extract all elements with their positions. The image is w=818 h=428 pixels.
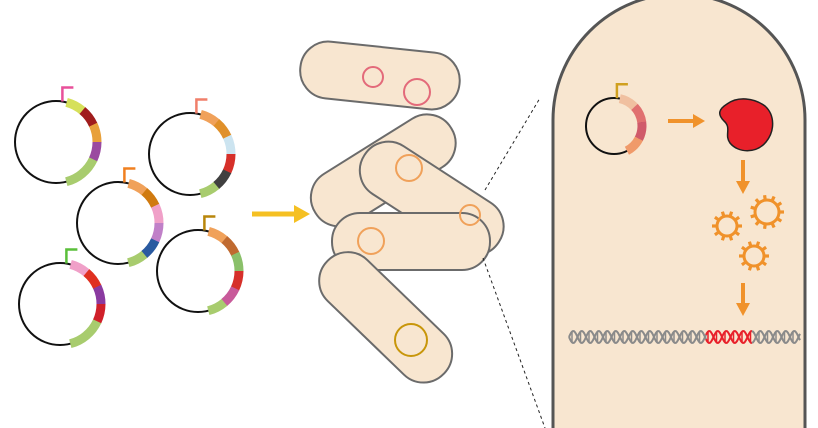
plasmid-gene-segment bbox=[83, 319, 102, 340]
enzyme-icon bbox=[719, 98, 774, 152]
plasmid-gene-segment bbox=[213, 119, 232, 140]
bacterial-plasmid bbox=[357, 227, 385, 255]
expression-arrow bbox=[668, 114, 705, 128]
plasmid-gene-segment bbox=[221, 286, 240, 307]
plasmid-gene-segment bbox=[79, 157, 98, 178]
plasmid-gene-segment bbox=[88, 141, 102, 162]
promoter-icon bbox=[123, 167, 136, 183]
plasmid bbox=[156, 215, 244, 316]
plasmid-gene-segment bbox=[127, 179, 148, 196]
bacterial-plasmid bbox=[362, 66, 384, 88]
plasmid-gene-segment bbox=[199, 110, 220, 127]
plasmid bbox=[18, 248, 106, 349]
plasmid-gene-segment bbox=[93, 284, 106, 305]
metabolite-icon bbox=[712, 211, 742, 241]
plasmid-gene-segment bbox=[151, 203, 164, 224]
plasmid bbox=[14, 86, 102, 187]
dna-strand bbox=[705, 329, 753, 345]
promoter-icon bbox=[203, 215, 216, 231]
promoter-icon bbox=[61, 86, 74, 102]
zoom-line-top bbox=[484, 97, 541, 191]
plasmid-gene-segment bbox=[89, 122, 102, 143]
plasmid-gene-segment bbox=[230, 270, 244, 291]
plasmid-gene-segment bbox=[141, 188, 160, 209]
plasmid-gene-segment bbox=[68, 331, 90, 349]
metabolite-products bbox=[712, 194, 784, 271]
plasmid-gene-segment bbox=[231, 251, 244, 272]
plasmid-gene-segment bbox=[79, 107, 98, 128]
plasmid-gene-segment bbox=[64, 169, 86, 187]
plasmid-library bbox=[14, 86, 244, 349]
promoter-icon bbox=[195, 98, 208, 114]
bacterium-cell bbox=[318, 251, 454, 384]
metabolite-icon bbox=[739, 241, 769, 271]
bacterial-plasmid bbox=[403, 78, 431, 106]
plasmid-gene-segment bbox=[92, 303, 106, 324]
transform-arrow bbox=[252, 205, 310, 223]
plasmid-gene-segment bbox=[150, 222, 164, 243]
plasmid-gene-segment bbox=[65, 98, 86, 115]
metabolite-icon bbox=[750, 194, 784, 230]
plasmid-gene-segment bbox=[223, 134, 236, 155]
plasmid-gene-segment bbox=[222, 153, 236, 174]
bacterium-cell bbox=[299, 40, 461, 111]
plasmid bbox=[76, 167, 164, 268]
zoomed-cell-body bbox=[551, 0, 807, 428]
plasmid-gene-segment bbox=[207, 227, 228, 244]
inset-plasmid bbox=[585, 82, 647, 155]
plasmid-gene-segment bbox=[83, 269, 102, 290]
plasmid-gene-segment bbox=[141, 238, 160, 259]
bacteria-population bbox=[299, 40, 505, 384]
zoom-line-bottom bbox=[482, 257, 546, 428]
plasmid-gene-segment bbox=[213, 169, 232, 190]
plasmid-gene-segment bbox=[126, 250, 148, 268]
dna-strand bbox=[568, 329, 707, 345]
bacterial-plasmid bbox=[395, 154, 423, 182]
bacteria-plasmids bbox=[357, 66, 481, 357]
plasmid-gene-segment bbox=[69, 260, 90, 277]
dna-helix bbox=[568, 329, 801, 345]
plasmid-gene-segment bbox=[221, 236, 240, 257]
promoter-icon bbox=[65, 248, 78, 264]
plasmid-gene-segment bbox=[206, 298, 228, 316]
bacterial-plasmid bbox=[459, 204, 481, 226]
catalysis-arrow bbox=[736, 160, 750, 194]
plasmid bbox=[585, 82, 647, 155]
plasmid-gene-segment bbox=[634, 121, 647, 141]
plasmid bbox=[148, 98, 236, 199]
bacterial-plasmid bbox=[394, 323, 428, 357]
integration-arrow bbox=[736, 283, 750, 316]
plasmid-gene-segment bbox=[624, 136, 643, 155]
zoomed-cell bbox=[551, 0, 807, 428]
plasmid-gene-segment bbox=[198, 181, 220, 199]
promoter-icon bbox=[615, 82, 628, 99]
